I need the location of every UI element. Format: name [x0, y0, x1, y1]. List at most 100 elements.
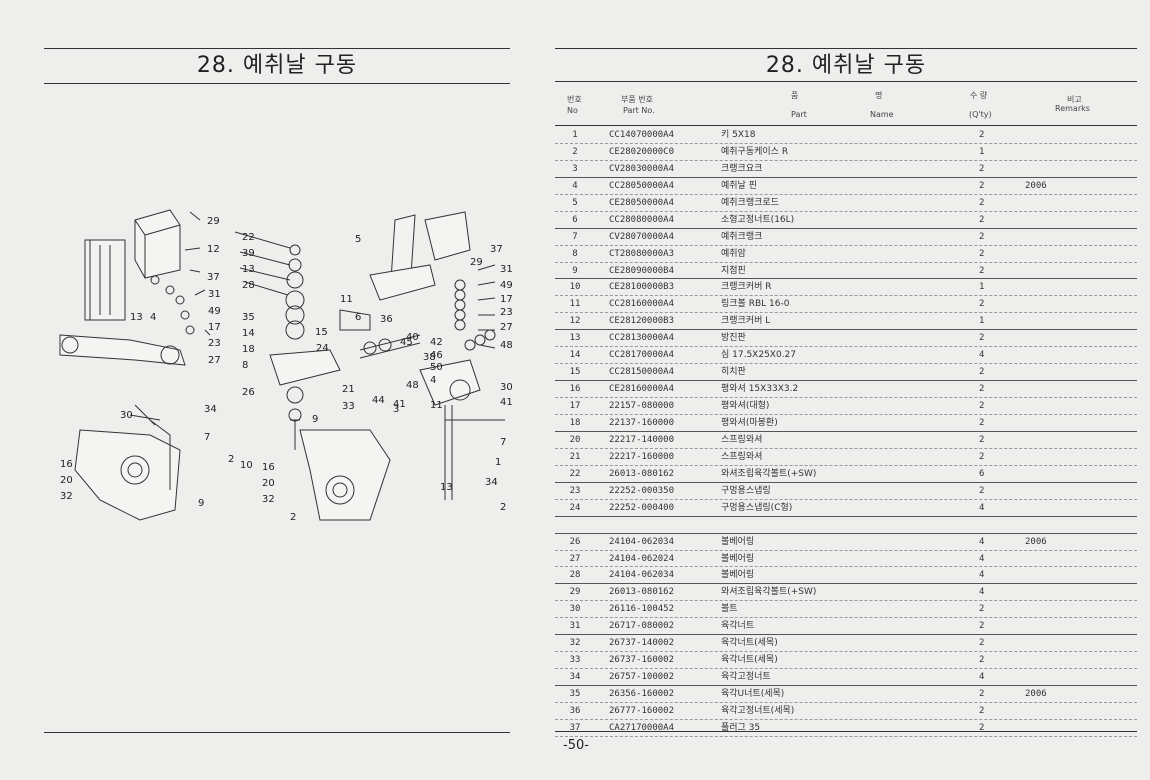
callout-label: 45	[400, 337, 413, 348]
callout-label: 35	[242, 312, 255, 323]
quantity: 4	[979, 350, 985, 361]
part-number: 22157-080000	[609, 401, 675, 411]
quantity: 2	[979, 621, 985, 632]
header-name-kr-1: 품	[791, 91, 799, 100]
callout-label: 30	[120, 410, 133, 421]
row-number: 30	[569, 604, 581, 615]
quantity: 6	[979, 468, 985, 479]
callout-label: 29	[470, 257, 483, 268]
callout-label: 13	[242, 264, 255, 275]
row-number: 8	[572, 248, 578, 259]
row-number: 1	[572, 130, 578, 140]
header-remarks-kr: 비고	[1067, 95, 1082, 104]
left-bottom-rule	[44, 732, 510, 733]
part-name: 육각너트(세목)	[721, 655, 778, 666]
callout-label: 4	[430, 375, 436, 386]
callout-label: 27	[208, 355, 221, 366]
part-number: CE28120000B3	[609, 316, 675, 327]
part-number: 26777-160002	[609, 705, 675, 716]
part-name: 예취구동케이스 R	[721, 146, 789, 157]
row-number: 15	[569, 367, 581, 378]
part-name: 와셔조립육각볼트(+SW)	[721, 468, 817, 479]
row-number: 29	[569, 587, 581, 598]
quantity: 2	[979, 265, 985, 276]
callout-label: 13	[440, 482, 453, 493]
row-number: 36	[569, 705, 581, 716]
row-number: 20	[569, 434, 581, 445]
row-number: 12	[569, 316, 581, 327]
callout-label: 15	[315, 327, 328, 338]
part-number: 26013-080162	[609, 468, 675, 479]
part-number: 26356-160002	[609, 689, 675, 699]
part-name: 스프링와셔	[721, 451, 763, 462]
callout-label: 48	[406, 380, 419, 391]
part-number: CC28170000A4	[609, 350, 675, 361]
callout-label: 11	[430, 400, 443, 411]
row-number: 5	[572, 197, 578, 208]
callout-label: 7	[500, 437, 506, 448]
quantity: 2	[979, 705, 985, 716]
callout-label: 16	[262, 462, 275, 473]
quantity: 2	[979, 180, 985, 191]
callout-label: 34	[204, 404, 217, 415]
part-number: CE28020000C0	[609, 146, 675, 157]
table-gap	[555, 517, 1137, 534]
row-number: 35	[569, 689, 581, 699]
left-page-title: 28. 예취날 구동	[44, 48, 510, 84]
part-name: 볼베어링	[721, 570, 755, 581]
part-number: 24104-062034	[609, 570, 675, 581]
part-number: 22252-000400	[609, 502, 675, 513]
part-number: 26737-140002	[609, 638, 675, 649]
part-number: CE28160000A4	[609, 384, 675, 395]
row-number: 28	[569, 570, 581, 581]
callout-label: 22	[242, 232, 255, 243]
quantity: 2	[979, 417, 985, 428]
callout-label: 21	[342, 384, 355, 395]
part-number: CC28050000A4	[609, 180, 675, 191]
header-qty-kr: 수 량	[970, 91, 988, 100]
callout-label: 49	[500, 280, 513, 291]
callout-label: 6	[355, 312, 361, 323]
callout-label: 24	[316, 343, 329, 354]
quantity: 4	[979, 672, 985, 683]
quantity: 2	[979, 451, 985, 462]
callout-label: 5	[355, 234, 361, 245]
row-number: 34	[569, 672, 581, 683]
part-name: 육각고정너트	[721, 672, 771, 683]
row-number: 33	[569, 655, 581, 666]
callout-label: 1	[495, 457, 501, 468]
row-number: 31	[569, 621, 581, 632]
part-name: 볼베어링	[721, 553, 755, 564]
part-number: 26013-080162	[609, 587, 675, 598]
quantity: 2	[979, 384, 985, 395]
quantity: 2	[979, 214, 985, 225]
row-number: 26	[569, 536, 581, 547]
quantity: 2	[979, 163, 985, 174]
callout-label: 39	[242, 248, 255, 259]
quantity: 1	[979, 282, 985, 293]
callout-label: 2	[228, 454, 234, 465]
part-number: CV28030000A4	[609, 163, 675, 174]
part-name: 육각U너트(세목)	[721, 689, 785, 699]
part-name: 지점핀	[721, 265, 746, 276]
callout-label: 34	[485, 477, 498, 488]
row-number: 32	[569, 638, 581, 649]
callout-label: 29	[207, 216, 220, 227]
callout-label: 23	[500, 307, 513, 318]
callout-label: 32	[60, 491, 73, 502]
part-name: 방진판	[721, 333, 746, 344]
callout-label: 36	[380, 314, 393, 325]
callout-label: 17	[208, 322, 221, 333]
part-number: 24104-062024	[609, 553, 675, 564]
callout-label: 48	[500, 340, 513, 351]
header-name-en-2: Name	[870, 110, 894, 119]
